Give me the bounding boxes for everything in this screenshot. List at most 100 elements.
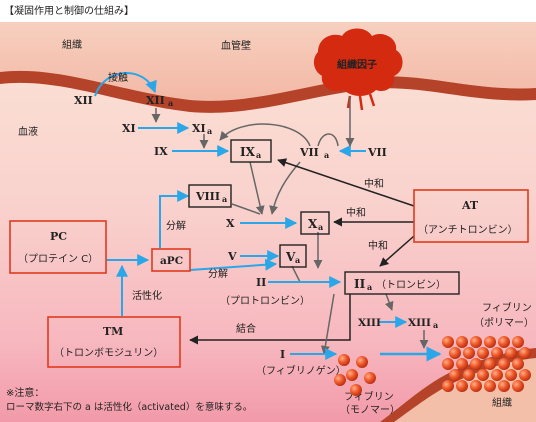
factor-vii: VII bbox=[367, 146, 387, 159]
factor-xii: XII bbox=[74, 94, 93, 107]
fibrin-polymer-ball bbox=[463, 369, 475, 381]
arrow-iia-fibrinogen bbox=[320, 293, 335, 355]
fibrin-polymer-ball bbox=[498, 358, 510, 370]
fibrin-polymer-ball bbox=[512, 380, 524, 392]
box-ixa bbox=[230, 139, 272, 163]
tissue-bottom-wall bbox=[380, 348, 536, 422]
fibrin-polymer-ball bbox=[491, 369, 503, 381]
pc-subtitle: （プロテイン C） bbox=[18, 253, 98, 265]
factor-xia-sub: a bbox=[207, 126, 212, 136]
fibrin-polymer-ball bbox=[456, 358, 468, 370]
contact-label: 接触 bbox=[108, 71, 128, 84]
fibrin-polymer-ball bbox=[442, 336, 454, 348]
box-xa bbox=[300, 211, 330, 235]
factor-xiiia-sub: a bbox=[433, 320, 438, 330]
fibrin-monomer-caption-2: （モノマー） bbox=[340, 404, 400, 416]
factor-viia: VII bbox=[299, 146, 319, 159]
neutralize-label-1: 中和 bbox=[364, 177, 384, 190]
arrow-iia-xiii bbox=[384, 293, 394, 311]
box-va bbox=[279, 244, 307, 268]
fibrin-polymer-ball bbox=[470, 380, 482, 392]
factor-ixa: IX bbox=[240, 145, 256, 159]
line-va-iia bbox=[291, 265, 301, 283]
box-at bbox=[413, 189, 529, 243]
box-apc bbox=[151, 248, 191, 272]
factor-viia-sub: a bbox=[324, 150, 329, 160]
fibrin-polymer-ball bbox=[449, 369, 461, 381]
tm-subtitle: （トロンボモジュリン） bbox=[54, 347, 163, 359]
factor-v: V bbox=[227, 250, 237, 263]
fibrin-polymer-ball bbox=[519, 347, 531, 359]
at-title: AT bbox=[461, 199, 479, 212]
fibrin-polymer-ball bbox=[491, 347, 503, 359]
fibrin-polymer-cluster bbox=[442, 336, 531, 392]
thrombin-caption: （トロンビン） bbox=[376, 279, 446, 291]
arrow-iia-tm bbox=[189, 294, 351, 345]
factor-x: X bbox=[226, 217, 235, 230]
fibrin-polymer-ball bbox=[484, 336, 496, 348]
vessel-wall bbox=[0, 70, 536, 113]
at-subtitle: （アンチトロンビン） bbox=[418, 224, 518, 236]
box-pc bbox=[9, 220, 107, 274]
factor-xi: XI bbox=[122, 122, 136, 135]
factor-i: I bbox=[280, 348, 285, 361]
fibrin-polymer-ball bbox=[470, 336, 482, 348]
fibrin-polymer-ball bbox=[442, 358, 454, 370]
factor-iia-sub: a bbox=[367, 282, 372, 292]
fibrin-polymer-ball bbox=[456, 336, 468, 348]
fibrin-polymer-ball bbox=[456, 380, 468, 392]
factor-ixa-sub: a bbox=[256, 150, 261, 160]
neutralize-label-2: 中和 bbox=[346, 206, 366, 219]
factor-viiia: VIII bbox=[195, 190, 220, 203]
tm-title: TM bbox=[103, 325, 123, 338]
fibrin-polymer-caption-2: （ポリマー） bbox=[474, 317, 534, 329]
fibrin-polymer-ball bbox=[512, 358, 524, 370]
fibrin-polymer-ball bbox=[505, 369, 517, 381]
note-heading: ※注意： bbox=[6, 386, 44, 399]
factor-xa: X bbox=[308, 217, 318, 231]
arrow-viia-loop bbox=[317, 133, 339, 147]
tissue-factor-blob bbox=[313, 28, 403, 96]
factor-viiia-sub: a bbox=[222, 194, 227, 204]
activation-label: 活性化 bbox=[132, 289, 162, 302]
fibrin-polymer-caption-1: フィブリン bbox=[482, 301, 532, 314]
factor-xia: XI bbox=[192, 122, 206, 135]
decompose-label-2: 分解 bbox=[208, 267, 228, 280]
arrow-xii-contact bbox=[94, 72, 157, 97]
factor-va: V bbox=[285, 250, 296, 264]
factor-xiia: XII bbox=[146, 94, 165, 107]
factor-ii: II bbox=[256, 276, 266, 289]
box-iia bbox=[344, 271, 460, 295]
fibrin-polymer-ball bbox=[477, 369, 489, 381]
diagram-title: 【凝固作用と制御の仕組み】 bbox=[4, 4, 134, 17]
factor-xa-sub: a bbox=[318, 222, 323, 232]
tissue-bottom-label: 組織 bbox=[492, 396, 512, 409]
line-viiia-xa bbox=[231, 203, 261, 215]
arrow-viia-ix bbox=[219, 123, 311, 147]
fibrinogen-caption: （フィブリノゲン） bbox=[256, 364, 346, 377]
neutralize-label-3: 中和 bbox=[368, 239, 388, 252]
arrow-at-ixa bbox=[277, 158, 415, 207]
tissue-top-area bbox=[0, 22, 536, 101]
apc-label: aPC bbox=[160, 255, 183, 267]
fibrin-polymer-ball bbox=[463, 347, 475, 359]
factor-iia: II bbox=[354, 277, 366, 291]
fibrin-polymer-ball bbox=[512, 336, 524, 348]
prothrombin-caption: （プロトロンビン） bbox=[220, 295, 310, 307]
vessel-wall-label: 血管壁 bbox=[221, 39, 251, 52]
tissue-top-label: 組織 bbox=[62, 38, 82, 51]
arrow-at-iia bbox=[379, 235, 415, 267]
fibrin-polymer-ball bbox=[477, 347, 489, 359]
fibrin-polymer-ball bbox=[484, 358, 496, 370]
arrow-apc-viiia bbox=[159, 190, 190, 248]
tissue-factor-label: 組織因子 bbox=[337, 58, 377, 71]
fibrin-polymer-ball bbox=[498, 380, 510, 392]
factor-xiii: XIII bbox=[358, 317, 381, 329]
fibrin-polymer-ball bbox=[484, 380, 496, 392]
arrow-ixa-xa bbox=[249, 161, 265, 215]
box-viiia bbox=[188, 184, 232, 208]
fibrin-polymer-ball bbox=[470, 358, 482, 370]
decompose-label-1: 分解 bbox=[166, 219, 186, 232]
